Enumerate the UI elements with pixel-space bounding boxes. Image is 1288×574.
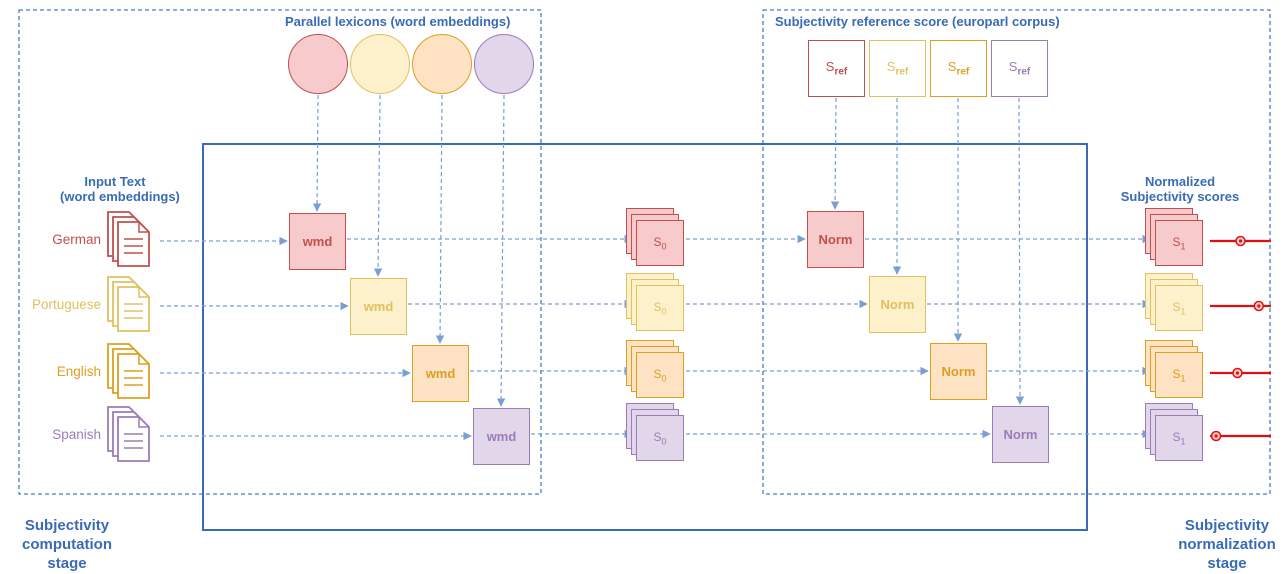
score-symbol: S1 <box>1172 234 1186 252</box>
input-text-title: Input Text (word embeddings) <box>60 174 180 204</box>
lexicon-circle <box>350 34 410 94</box>
score-symbol: S0 <box>653 234 667 252</box>
score-label: S1 <box>1155 415 1203 461</box>
language-label: English <box>56 364 101 379</box>
score-label: S1 <box>1155 220 1203 266</box>
lexicon-circle <box>474 34 534 94</box>
score-symbol: S1 <box>1172 299 1186 317</box>
document-stack-icon <box>107 406 150 462</box>
s0-score-stack: S0 <box>626 208 684 266</box>
s0-score-stack: S0 <box>626 403 684 461</box>
score-slider-dot <box>1235 371 1240 375</box>
s1-score-stack: S1 <box>1145 340 1203 398</box>
lexicon-to-wmd-arrow <box>496 94 506 407</box>
wmd-box: wmd <box>473 408 530 465</box>
wmd-box: wmd <box>289 213 346 270</box>
input-text-line2: (word embeddings) <box>60 189 180 204</box>
normalized-line1: Normalized <box>1144 174 1216 189</box>
pipeline-box <box>202 143 1088 531</box>
score-symbol: S0 <box>653 299 667 317</box>
score-slider-dot <box>1214 434 1218 438</box>
reference-score-box: Sref <box>869 40 926 97</box>
sref-to-norm-arrow <box>830 97 840 210</box>
reference-score-box: Sref <box>930 40 987 97</box>
score-label: S0 <box>636 220 684 266</box>
norm-box: Norm <box>992 406 1049 463</box>
s1-score-stack: S1 <box>1145 273 1203 331</box>
stack-page <box>636 220 684 266</box>
norm-box: Norm <box>807 211 864 268</box>
language-label: German <box>52 232 101 247</box>
score-label: S1 <box>1155 352 1203 398</box>
normalized-line2: Subjectivity scores <box>1120 189 1240 204</box>
stack-page <box>1155 352 1203 398</box>
parallel-lexicons-title: Parallel lexicons (word embeddings) <box>285 14 511 29</box>
reference-score-box: Sref <box>991 40 1048 97</box>
document-stack-icon <box>107 343 150 399</box>
score-label: S1 <box>1155 285 1203 331</box>
stack-page <box>1155 220 1203 266</box>
s1-score-stack: S1 <box>1145 403 1203 461</box>
language-label: Portuguese <box>31 297 101 312</box>
score-label: S0 <box>636 352 684 398</box>
stack-page <box>636 415 684 461</box>
document-stack-icon <box>107 211 150 267</box>
computation-region <box>18 9 542 495</box>
input-text-line1: Input Text <box>84 174 146 189</box>
score-symbol: S1 <box>1172 429 1186 447</box>
score-symbol: S0 <box>653 366 667 384</box>
reference-score-title: Subjectivity reference score (europarl c… <box>775 14 1060 29</box>
normalization-stage-label: Subjectivity normalization stage <box>1178 517 1276 572</box>
score-slider-dot <box>1257 304 1261 308</box>
computation-stage-label: Subjectivity computation stage <box>22 517 112 572</box>
wmd-box: wmd <box>350 278 407 335</box>
score-symbol: Sref <box>825 59 848 78</box>
wmd-box: wmd <box>412 345 469 402</box>
norm-box: Norm <box>869 276 926 333</box>
document-stack-icon <box>107 276 150 332</box>
score-symbol: Sref <box>947 59 970 78</box>
score-label: S0 <box>636 415 684 461</box>
sref-to-norm-arrow <box>1015 97 1025 405</box>
lexicon-circle <box>412 34 472 94</box>
score-slider-dot <box>1238 239 1243 243</box>
norm-box: Norm <box>930 343 987 400</box>
score-symbol: Sref <box>1008 59 1031 78</box>
lexicon-circle <box>288 34 348 94</box>
score-label: S0 <box>636 285 684 331</box>
score-symbol: Sref <box>886 59 909 78</box>
score-symbol: S1 <box>1172 366 1186 384</box>
lexicon-to-wmd-arrow <box>312 94 322 212</box>
normalization-region <box>762 9 1271 495</box>
lexicon-to-wmd-arrow <box>435 94 445 344</box>
score-symbol: S0 <box>653 429 667 447</box>
s0-score-stack: S0 <box>626 340 684 398</box>
stack-page <box>636 352 684 398</box>
lexicon-to-wmd-arrow <box>373 94 383 277</box>
language-label: Spanish <box>52 427 101 442</box>
s1-score-stack: S1 <box>1145 208 1203 266</box>
stack-page <box>1155 285 1203 331</box>
stack-page <box>636 285 684 331</box>
reference-score-box: Sref <box>808 40 865 97</box>
s0-score-stack: S0 <box>626 273 684 331</box>
normalized-scores-title: Normalized Subjectivity scores <box>1100 174 1260 204</box>
stack-page <box>1155 415 1203 461</box>
